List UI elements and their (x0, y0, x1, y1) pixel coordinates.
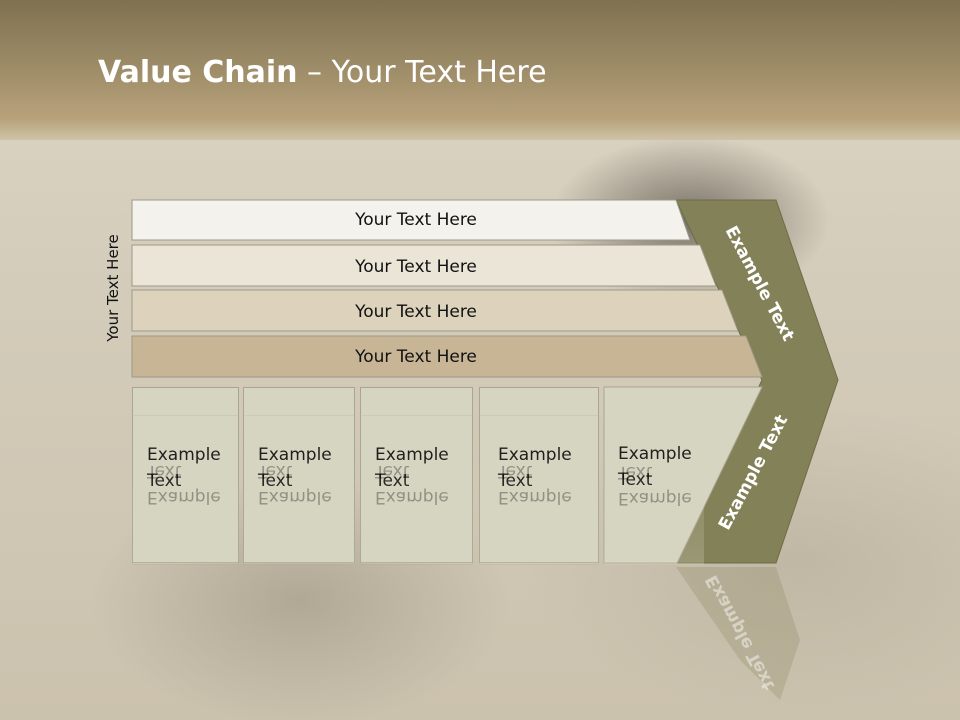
column-5-reflection-line1: Example (618, 488, 692, 508)
column-4-reflection: Example Text (479, 415, 599, 565)
column-5-reflection: Example Text (604, 415, 704, 565)
row-2: Your Text Here (131, 244, 717, 287)
slide-title: Value Chain – Your Text Here (98, 55, 547, 90)
column-4-reflection-line2: Text (498, 461, 533, 481)
column-4-line2: Text (498, 471, 533, 491)
chevron-reflection (676, 567, 800, 700)
column-5-reflection-line2: Text (618, 462, 653, 482)
row-1: Your Text Here (131, 199, 691, 241)
column-3: Example Text (360, 387, 473, 563)
column-3-line2: Text (375, 471, 410, 491)
column-3-reflection-line2: Text (375, 461, 410, 481)
row-4: Your Text Here (131, 335, 763, 378)
column-1-reflection: Example Text (132, 415, 239, 565)
column-3-reflection: Example Text (360, 415, 473, 565)
column-1-reflection-text: Example Text (147, 458, 221, 510)
column-2-text: Example Text (258, 442, 332, 494)
row-1-label: Your Text Here (354, 210, 477, 230)
chevron-arrow (675, 199, 839, 564)
column-1-reflection-line1: Example (147, 487, 221, 507)
column-2-reflection-line2: Text (258, 461, 293, 481)
title-bold: Value Chain (98, 55, 298, 90)
column-5-line1: Example (618, 444, 692, 464)
row-2-box (131, 244, 717, 287)
column-2-reflection-text: Example Text (258, 458, 332, 510)
column-1-reflection-line2: Text (147, 461, 182, 481)
column-4: Example Text (479, 387, 599, 563)
column-3-line1: Example (375, 445, 449, 465)
column-2: Example Text (243, 387, 355, 563)
row-1-box (131, 199, 691, 241)
column-1: Example Text (132, 387, 239, 563)
column-5-line2: Text (618, 470, 653, 490)
column-2-reflection-line1: Example (258, 487, 332, 507)
column-5-reflection-text: Example Text (618, 459, 692, 511)
row-3: Your Text Here (131, 289, 739, 332)
column-4-reflection-line1: Example (498, 487, 572, 507)
row-3-box (131, 289, 739, 332)
column-5-text: Example Text (618, 441, 692, 493)
title-band (0, 0, 960, 140)
column-3-reflection-text: Example Text (375, 458, 449, 510)
row-3-label: Your Text Here (354, 302, 477, 322)
column-5-box (603, 386, 763, 564)
column-1-line2: Text (147, 471, 182, 491)
column-3-text: Example Text (375, 442, 449, 494)
row-2-label: Your Text Here (354, 257, 477, 277)
column-4-text: Example Text (498, 442, 572, 494)
column-3-reflection-line1: Example (375, 487, 449, 507)
column-1-text: Example Text (147, 442, 221, 494)
column-4-line1: Example (498, 445, 572, 465)
row-4-box (131, 335, 763, 378)
title-rest: – Your Text Here (297, 55, 547, 90)
row-4-label: Your Text Here (354, 347, 477, 367)
column-1-line1: Example (147, 445, 221, 465)
column-2-line2: Text (258, 471, 293, 491)
column-4-reflection-text: Example Text (498, 458, 572, 510)
column-2-line1: Example (258, 445, 332, 465)
column-2-reflection: Example Text (243, 415, 355, 565)
